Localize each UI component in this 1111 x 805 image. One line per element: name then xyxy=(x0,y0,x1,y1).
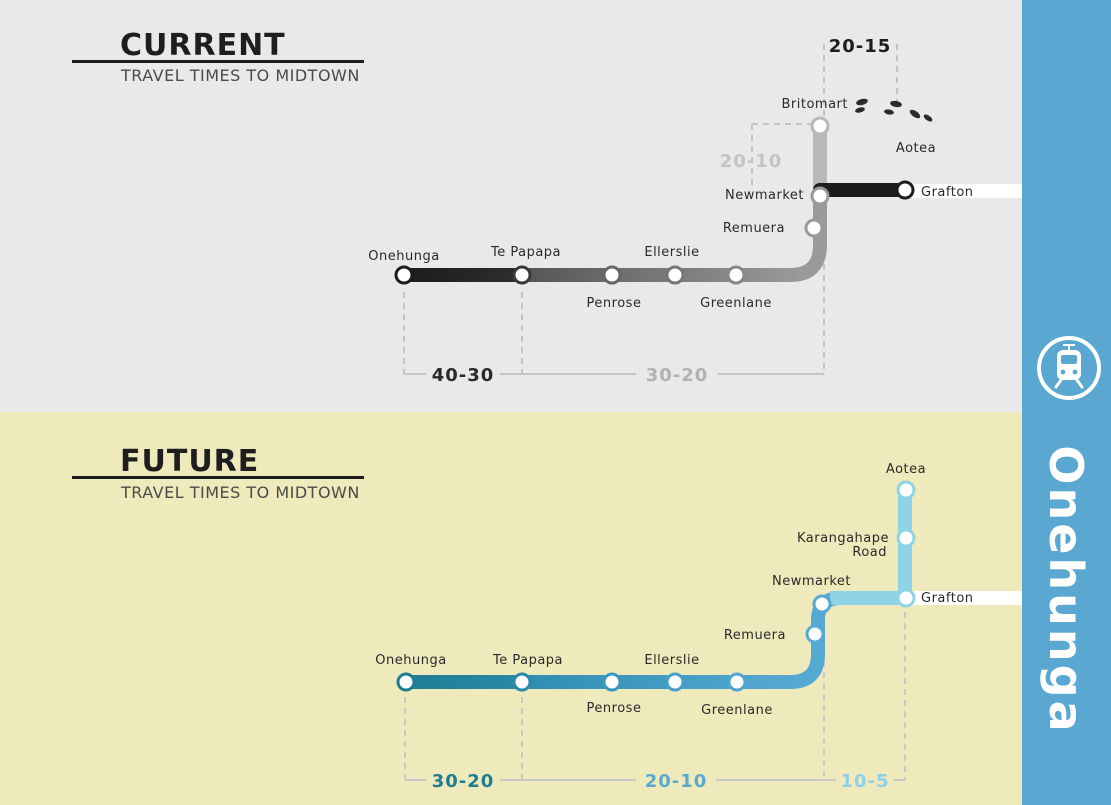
future-title: FUTURE xyxy=(120,444,260,479)
sidebar-line-name: Onehunga xyxy=(1039,445,1093,735)
current-station-penrose xyxy=(602,265,622,285)
current-panel xyxy=(0,0,1022,412)
current-label-te-papapa: Te Papapa xyxy=(490,245,561,260)
current-label-remuera: Remuera xyxy=(723,221,785,236)
train-icon xyxy=(1037,336,1101,400)
current-station-grafton xyxy=(895,180,915,200)
future-stations xyxy=(396,480,916,692)
current-stations xyxy=(394,116,915,285)
current-label-onehunga: Onehunga xyxy=(368,249,439,264)
current-time-te-papapa-newmarket: 30-20 xyxy=(646,365,709,386)
current-station-britomart xyxy=(810,116,830,136)
current-time-britomart-aotea: 20-15 xyxy=(829,36,892,57)
future-station-karangahape-road xyxy=(896,528,916,548)
future-station-grafton xyxy=(896,588,916,608)
current-station-te-papapa xyxy=(512,265,532,285)
current-time-onehunga-te-papapa: 40-30 xyxy=(432,365,495,386)
current-time-newmarket-britomart: 20-10 xyxy=(720,151,783,172)
current-subtitle: TRAVEL TIMES TO MIDTOWN xyxy=(121,66,360,85)
future-label-penrose: Penrose xyxy=(587,701,642,716)
future-label-remuera: Remuera xyxy=(724,628,786,643)
future-label-ellerslie: Ellerslie xyxy=(644,653,699,668)
future-label-karangahape: Karangahape xyxy=(797,531,889,546)
future-station-remuera xyxy=(805,624,825,644)
current-label-ellerslie: Ellerslie xyxy=(644,245,699,260)
current-station-ellerslie xyxy=(665,265,685,285)
future-station-aotea xyxy=(896,480,916,500)
current-label-aotea: Aotea xyxy=(896,141,936,156)
sidebar xyxy=(1022,0,1111,805)
future-label-road: Road xyxy=(852,545,887,560)
current-station-remuera xyxy=(804,218,824,238)
current-route-to-sidebar xyxy=(904,184,1022,198)
current-title-rule xyxy=(72,60,364,63)
future-station-te-papapa xyxy=(512,672,532,692)
current-station-newmarket xyxy=(810,186,830,206)
future-time-newmarket-aotea: 10-5 xyxy=(840,771,889,792)
future-label-grafton: Grafton xyxy=(921,591,974,606)
future-label-te-papapa: Te Papapa xyxy=(492,653,563,668)
future-station-ellerslie xyxy=(665,672,685,692)
current-label-britomart: Britomart xyxy=(782,97,849,112)
future-label-greenlane: Greenlane xyxy=(701,703,773,718)
future-route-to-sidebar xyxy=(905,591,1022,605)
future-time-onehunga-te-papapa: 30-20 xyxy=(432,771,495,792)
walking-footsteps-icon xyxy=(855,98,933,122)
current-label-greenlane: Greenlane xyxy=(700,296,772,311)
future-station-newmarket xyxy=(812,594,832,614)
future-station-onehunga xyxy=(396,672,416,692)
future-subtitle: TRAVEL TIMES TO MIDTOWN xyxy=(121,483,360,502)
current-route-seg-2 xyxy=(522,198,827,282)
future-label-newmarket: Newmarket xyxy=(772,574,851,589)
current-title: CURRENT xyxy=(120,28,286,63)
current-label-grafton: Grafton xyxy=(921,185,974,200)
current-label-penrose: Penrose xyxy=(587,296,642,311)
future-guides xyxy=(404,612,906,780)
future-label-onehunga: Onehunga xyxy=(375,653,446,668)
future-station-penrose xyxy=(602,672,622,692)
future-time-te-papapa-newmarket: 20-10 xyxy=(645,771,708,792)
current-station-onehunga xyxy=(394,265,414,285)
current-station-greenlane xyxy=(726,265,746,285)
future-title-rule xyxy=(72,476,364,479)
current-label-newmarket: Newmarket xyxy=(725,188,804,203)
future-label-aotea: Aotea xyxy=(886,462,926,477)
future-route-seg-2 xyxy=(522,591,905,689)
future-station-greenlane xyxy=(727,672,747,692)
